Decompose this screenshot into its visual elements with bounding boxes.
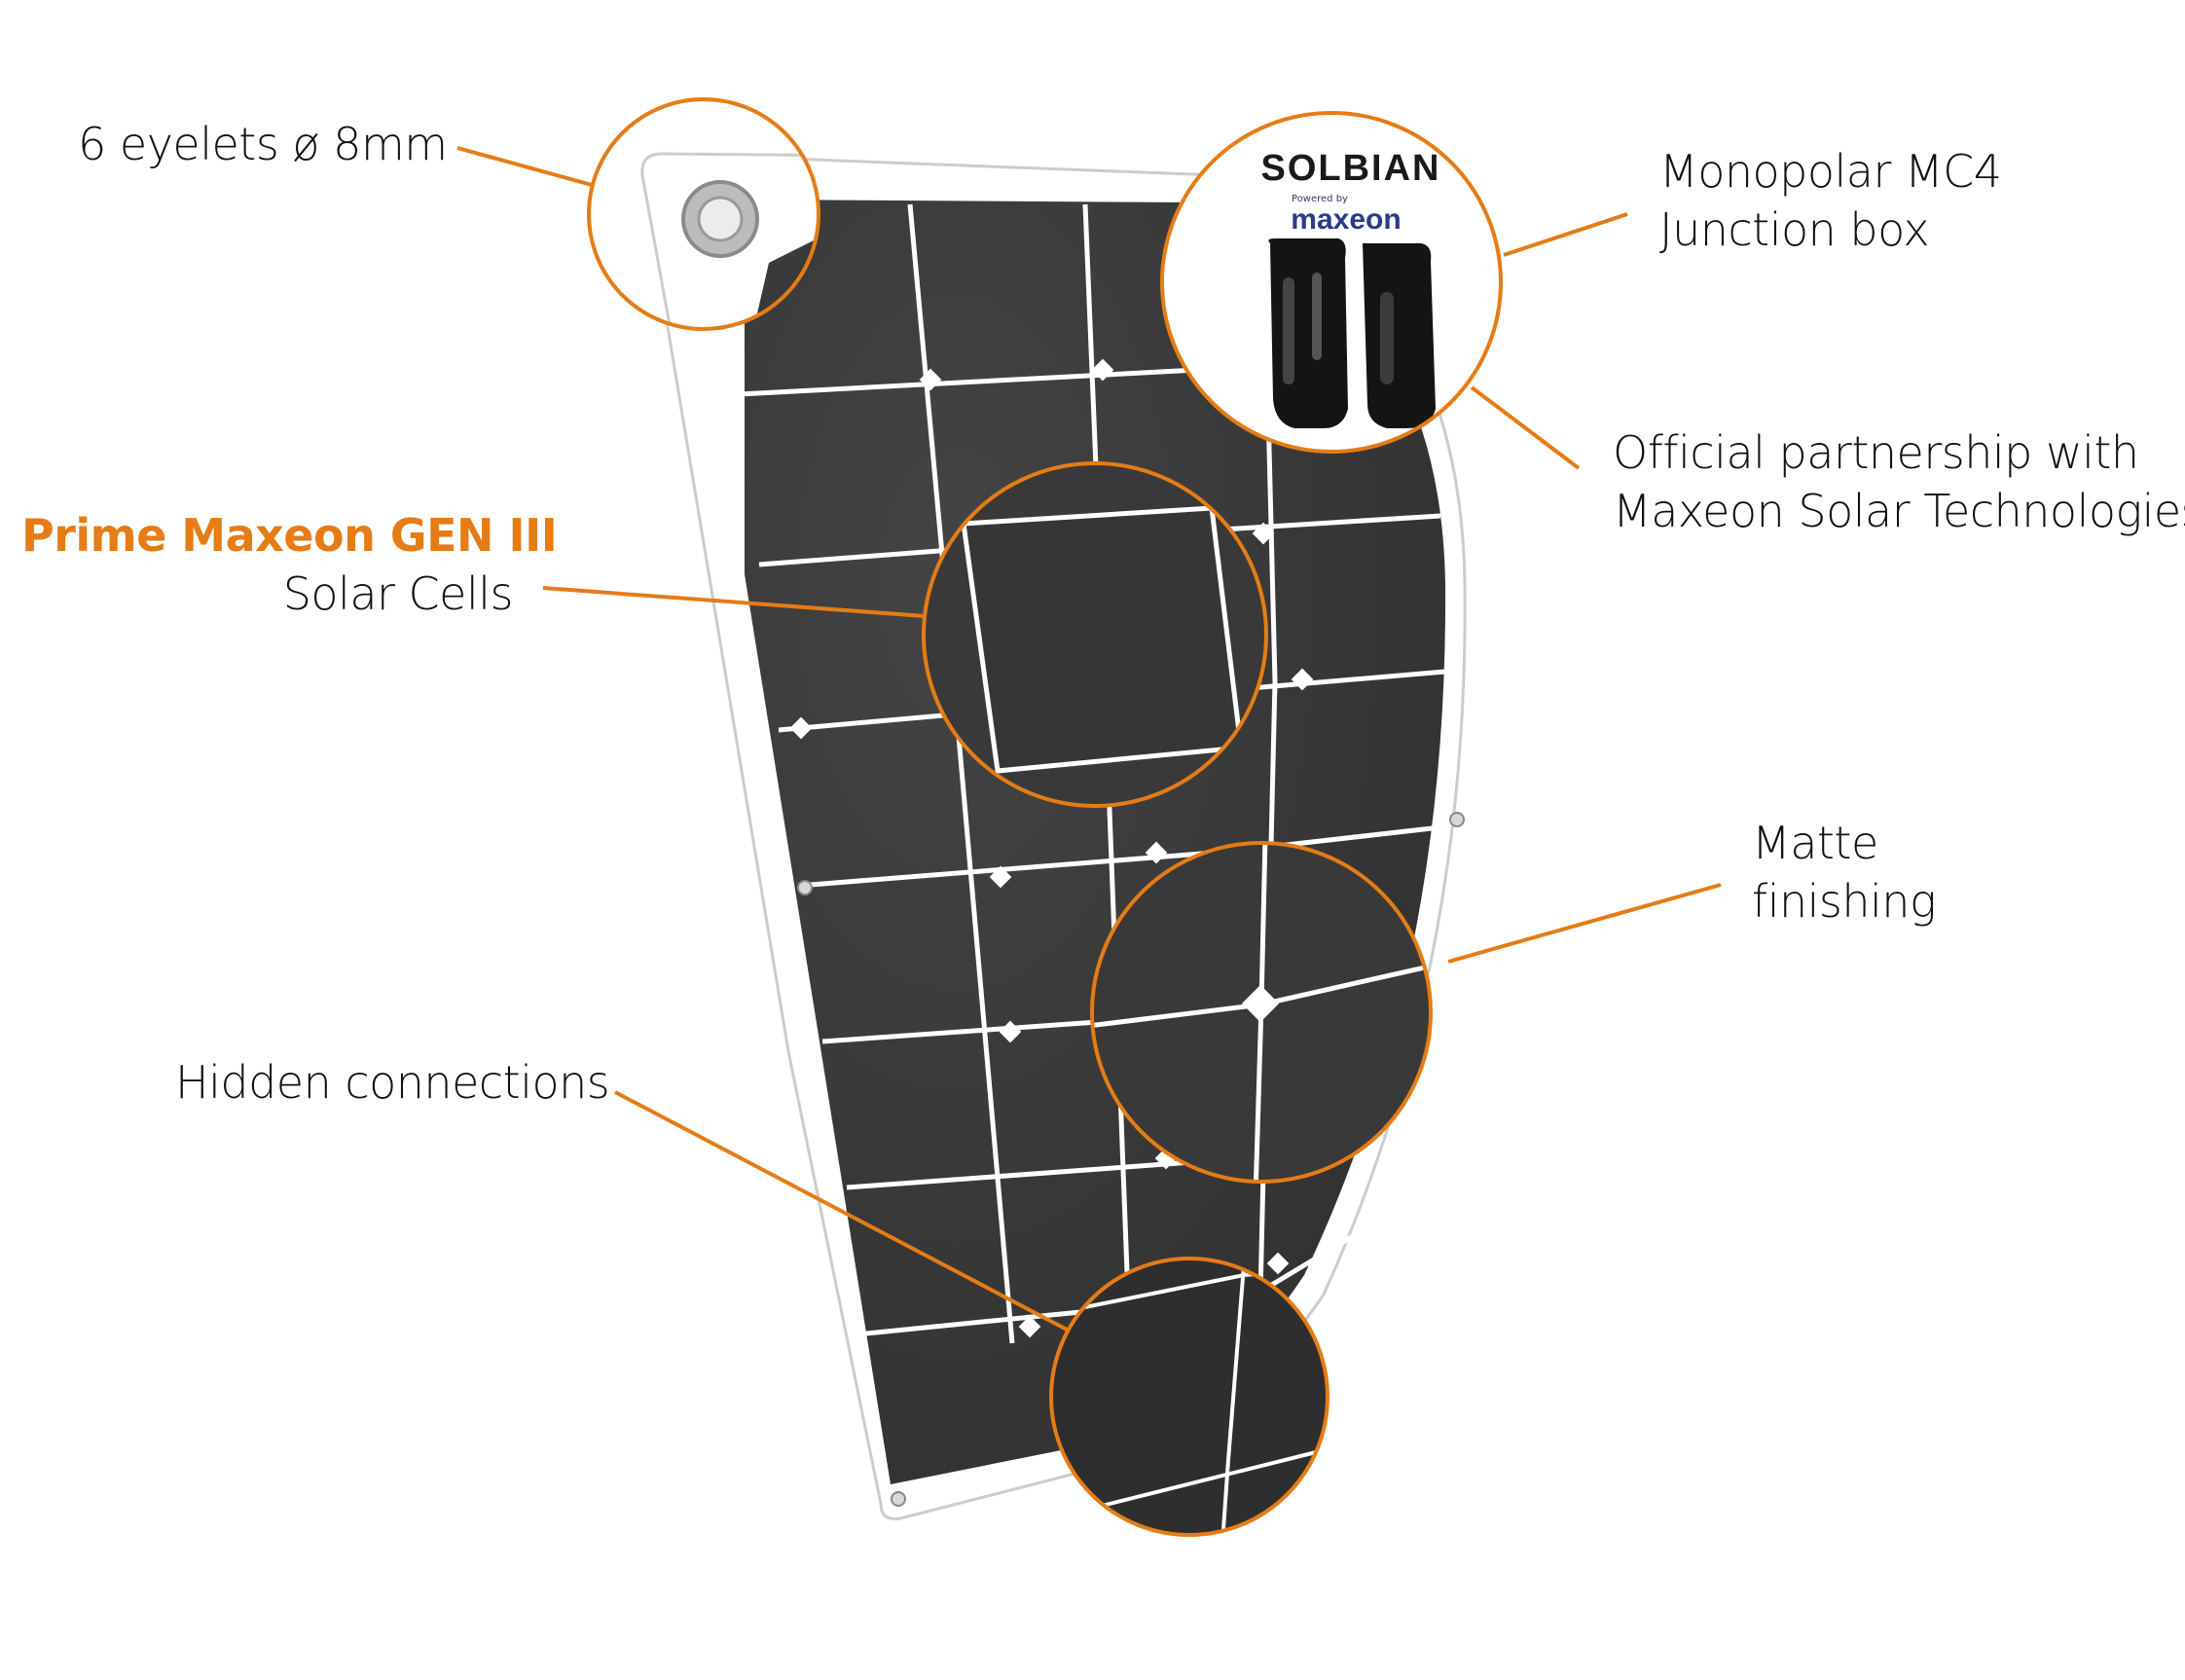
logo-partner: maxeon	[1291, 203, 1401, 236]
zoom-solar-cell	[922, 461, 1268, 808]
mc4-connector-icon	[1363, 243, 1436, 428]
leader-partnership	[1470, 385, 1581, 470]
matte-label-line1: Matte	[1752, 817, 1878, 869]
zoom-hidden-connections	[1049, 1257, 1329, 1537]
cells-brand-label: Prime Maxeon GEN III	[21, 509, 558, 562]
partnership-label-line2: Maxeon Solar Technologies	[1613, 485, 2185, 537]
junction-box-label-line1: Monopolar MC4	[1659, 145, 2002, 198]
solar-cell-icon	[961, 505, 1244, 774]
partnership-label-line1: Official partnership with	[1613, 426, 2139, 479]
leader-cells	[542, 586, 926, 618]
eyelet-icon	[891, 1491, 906, 1507]
logo-powered-by: Powered by	[1292, 194, 1348, 204]
zoom-matte	[1090, 841, 1433, 1184]
leader-lines	[456, 146, 1722, 1333]
leader-junction	[1503, 212, 1628, 257]
panel-eyelets	[797, 812, 1465, 1507]
eyelet-icon	[681, 180, 759, 258]
eyelets-label: 6 eyelets ø 8mm	[78, 118, 448, 170]
mc4-connector-icon	[1268, 238, 1348, 428]
matte-label-line2: finishing	[1752, 875, 1937, 928]
zoom-junction-box: SOLBIAN Powered by maxeon	[1160, 111, 1503, 454]
leader-hidden	[614, 1090, 1072, 1333]
eyelet-icon	[1449, 812, 1465, 827]
junction-box-label-line2: Junction box	[1659, 203, 1930, 256]
leader-eyelets	[456, 146, 593, 187]
leader-matte	[1447, 883, 1722, 964]
eyelet-icon	[797, 880, 813, 895]
cell-junctions	[789, 358, 1314, 1338]
cells-label: Solar Cells	[282, 567, 514, 620]
logo-brand: SOLBIAN	[1261, 148, 1441, 189]
hidden-connections-label: Hidden connections	[175, 1056, 610, 1109]
